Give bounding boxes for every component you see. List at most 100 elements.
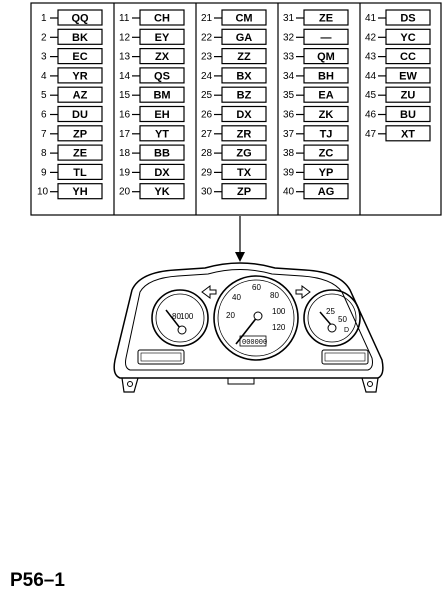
code-box	[385, 28, 431, 45]
item-number: 9	[41, 167, 47, 178]
fuel-tick-label: 25	[326, 307, 335, 316]
code-box	[57, 105, 103, 123]
speedo-tick-label: 120	[272, 323, 286, 332]
item-code: DX	[154, 167, 170, 179]
item-code: CM	[235, 13, 252, 25]
speedo-tick-label: 100	[272, 307, 286, 316]
fuel-gauge-inner-ring	[307, 293, 357, 343]
item-number: 40	[283, 187, 295, 198]
item-number: 36	[283, 110, 295, 121]
item-code: XT	[401, 128, 415, 140]
speedometer-ring	[213, 275, 299, 361]
code-box	[385, 67, 431, 84]
code-box	[57, 183, 103, 200]
item-code: QQ	[71, 13, 89, 25]
speedo-tick-label: 40	[232, 293, 241, 302]
item-code: QS	[154, 70, 170, 82]
item-code: EC	[72, 51, 87, 63]
code-box	[221, 47, 267, 65]
leader-arrowhead	[235, 252, 245, 262]
item-number: 35	[283, 90, 295, 101]
temp-gauge-ring	[151, 289, 209, 347]
odometer-readout: 000000	[242, 339, 267, 347]
item-code: YC	[400, 32, 415, 44]
code-box	[57, 163, 103, 180]
item-code: BB	[154, 148, 170, 160]
item-number: 1	[41, 13, 47, 24]
item-code: ZE	[319, 13, 333, 25]
fuel-unit-label: D	[344, 327, 349, 334]
item-number: 13	[119, 52, 131, 63]
item-number: 42	[365, 32, 377, 43]
item-code: ZG	[236, 148, 251, 160]
code-box	[221, 163, 267, 180]
item-number: 29	[201, 167, 213, 178]
table-frame	[30, 2, 442, 216]
cluster-inner-bezel	[125, 269, 373, 371]
item-code: YR	[72, 70, 87, 82]
item-code: TL	[73, 167, 87, 179]
code-box	[57, 144, 103, 161]
code-box	[221, 183, 267, 200]
code-box	[303, 183, 349, 200]
code-box	[139, 47, 185, 65]
item-code: ZE	[73, 148, 87, 160]
page-label: P56–1	[10, 570, 65, 591]
fuel-needle	[319, 311, 333, 327]
item-number: 15	[119, 90, 131, 101]
code-box	[385, 86, 431, 103]
item-number: 27	[201, 129, 213, 140]
item-number: 26	[201, 110, 213, 121]
code-box	[221, 144, 267, 161]
item-code: ZK	[319, 109, 334, 121]
mount-hole-right	[367, 381, 373, 387]
item-code: AZ	[73, 90, 88, 102]
code-box	[139, 86, 185, 103]
left-turn-indicator-icon	[201, 285, 217, 299]
code-box	[139, 9, 185, 26]
mount-hole-left	[127, 381, 133, 387]
code-box	[221, 9, 267, 26]
code-box	[221, 28, 267, 45]
code-box	[303, 47, 349, 65]
item-code: GA	[236, 32, 253, 44]
code-box	[385, 9, 431, 26]
item-number: 31	[283, 13, 295, 24]
item-code: YH	[72, 186, 87, 198]
code-box	[221, 125, 267, 142]
mount-tab-center	[227, 377, 255, 385]
item-number: 30	[201, 187, 213, 198]
code-box	[303, 125, 349, 142]
code-box	[385, 125, 431, 142]
code-box	[139, 67, 185, 84]
item-code: EA	[318, 90, 333, 102]
code-box	[303, 9, 349, 26]
warning-strip-right-inner	[324, 352, 366, 362]
code-box	[57, 47, 103, 65]
code-box	[139, 125, 185, 142]
item-number: 45	[365, 90, 377, 101]
fuel-tick-label: 50	[338, 315, 347, 324]
code-box	[139, 144, 185, 161]
code-box	[57, 86, 103, 103]
item-code: ZR	[237, 128, 252, 140]
item-code: DX	[236, 109, 252, 121]
code-box	[303, 67, 349, 84]
item-number: 47	[365, 129, 377, 140]
code-box	[385, 47, 431, 65]
item-code: TJ	[320, 128, 333, 140]
item-number: 3	[41, 52, 47, 63]
item-number: 7	[41, 129, 47, 140]
item-number: 24	[201, 71, 213, 82]
item-code: ZZ	[237, 51, 251, 63]
item-code: CH	[154, 13, 170, 25]
item-number: 8	[41, 148, 47, 159]
item-code: EY	[155, 32, 170, 44]
item-code: BX	[236, 70, 252, 82]
item-code: BH	[318, 70, 334, 82]
item-code: ZX	[155, 51, 170, 63]
item-number: 19	[119, 167, 131, 178]
item-number: 20	[119, 187, 131, 198]
item-number: 34	[283, 71, 295, 82]
code-box	[139, 163, 185, 180]
